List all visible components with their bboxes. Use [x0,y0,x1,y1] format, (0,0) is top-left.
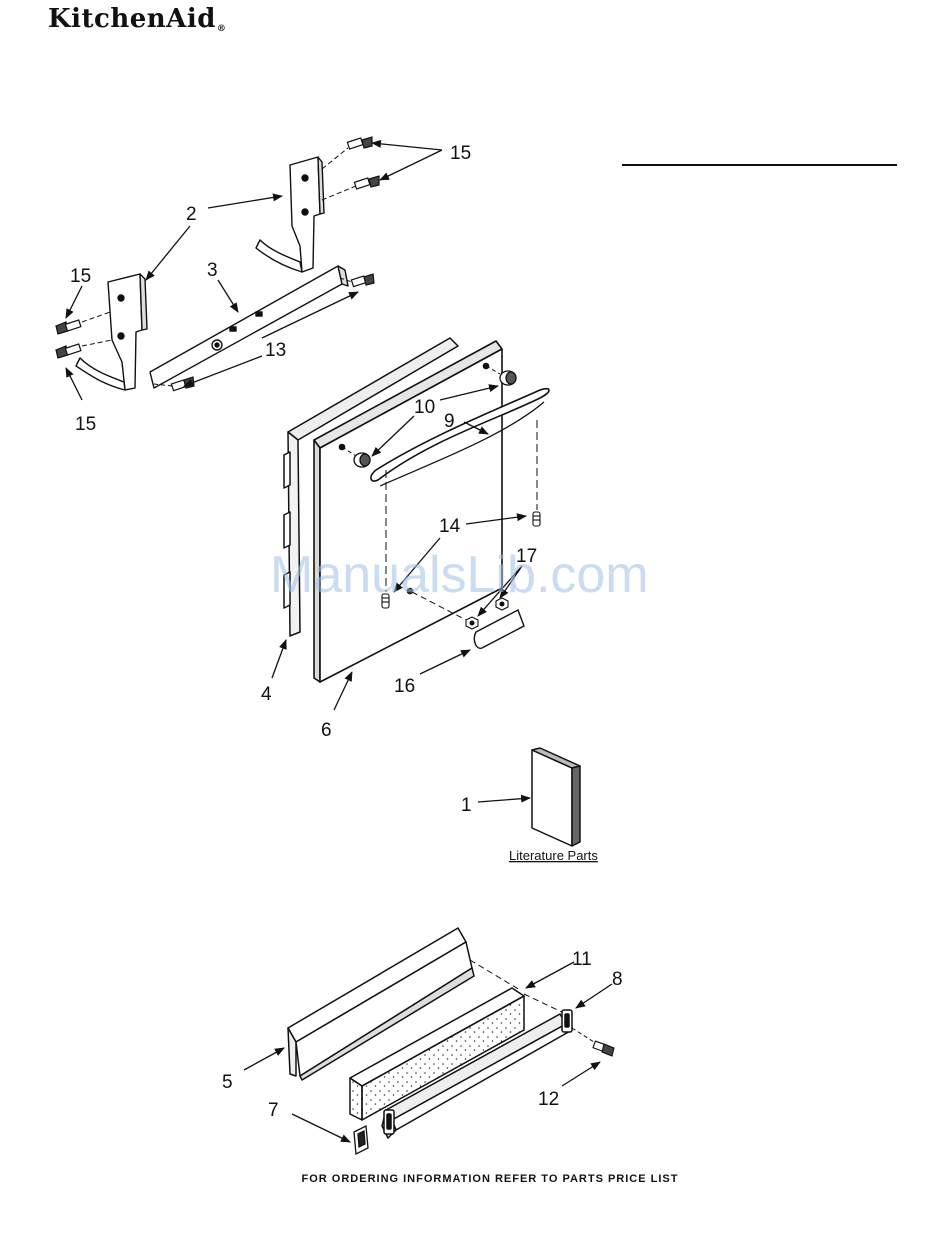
callout-10: 10 [414,397,435,418]
screw-alignment-line [322,186,356,200]
door-cross-brace [150,266,348,388]
leader-15a [372,143,442,150]
literature-booklet [532,748,580,846]
callout-9: 9 [444,411,455,432]
screw [593,1041,614,1056]
leader-5 [244,1048,284,1070]
left-mounting-bracket [76,274,147,390]
screw-alignment-line [82,312,110,322]
handle-standoff [354,453,370,467]
screw-alignment-line [322,148,348,169]
leader-11 [526,962,574,988]
leader-7 [292,1114,350,1142]
leader-6 [334,672,352,710]
callout-8: 8 [612,969,623,990]
screw [351,274,374,287]
leader-4 [272,640,286,678]
literature-parts-label: Literature Parts [509,848,598,863]
watermark: ManualsLib.com [270,546,649,604]
leader-15d [66,368,82,400]
callout-1: 1 [461,795,472,816]
callout-15: 15 [450,143,471,164]
callout-15: 15 [75,414,96,435]
callout-16: 16 [394,676,415,697]
leader-1 [478,798,530,802]
leader-15b [380,150,442,180]
callout-15: 15 [70,266,91,287]
ordering-note: FOR ORDERING INFORMATION REFER TO PARTS … [0,1173,950,1185]
alignment-line [470,960,520,990]
right-mounting-bracket [256,157,324,272]
leader-3 [218,280,238,312]
leader-8 [576,984,612,1008]
callout-5: 5 [222,1072,233,1093]
screw-alignment-line [82,340,112,346]
toe-panel-clip [354,1126,368,1154]
handle-screw [533,512,540,526]
callout-14: 14 [439,516,461,537]
callout-6: 6 [321,720,332,741]
nut [466,617,478,629]
callout-7: 7 [268,1100,279,1121]
callout-13: 13 [265,340,286,361]
leader-2a [208,196,282,208]
callout-11: 11 [572,949,592,970]
leader-2b [146,226,190,280]
screw-alignment-line [572,1028,594,1042]
leader-15c [66,286,82,318]
screw [347,137,372,149]
handle-standoff [500,371,516,385]
handle-trim-cap [474,610,524,648]
screw [354,176,379,189]
callout-12: 12 [538,1089,559,1110]
leader-16 [420,650,470,674]
callout-4: 4 [261,684,272,705]
screw [56,320,81,334]
alignment-line [524,994,566,1014]
callout-3: 3 [207,260,218,281]
leader-12 [562,1062,600,1086]
screw [56,344,81,358]
callout-2: 2 [186,204,197,225]
